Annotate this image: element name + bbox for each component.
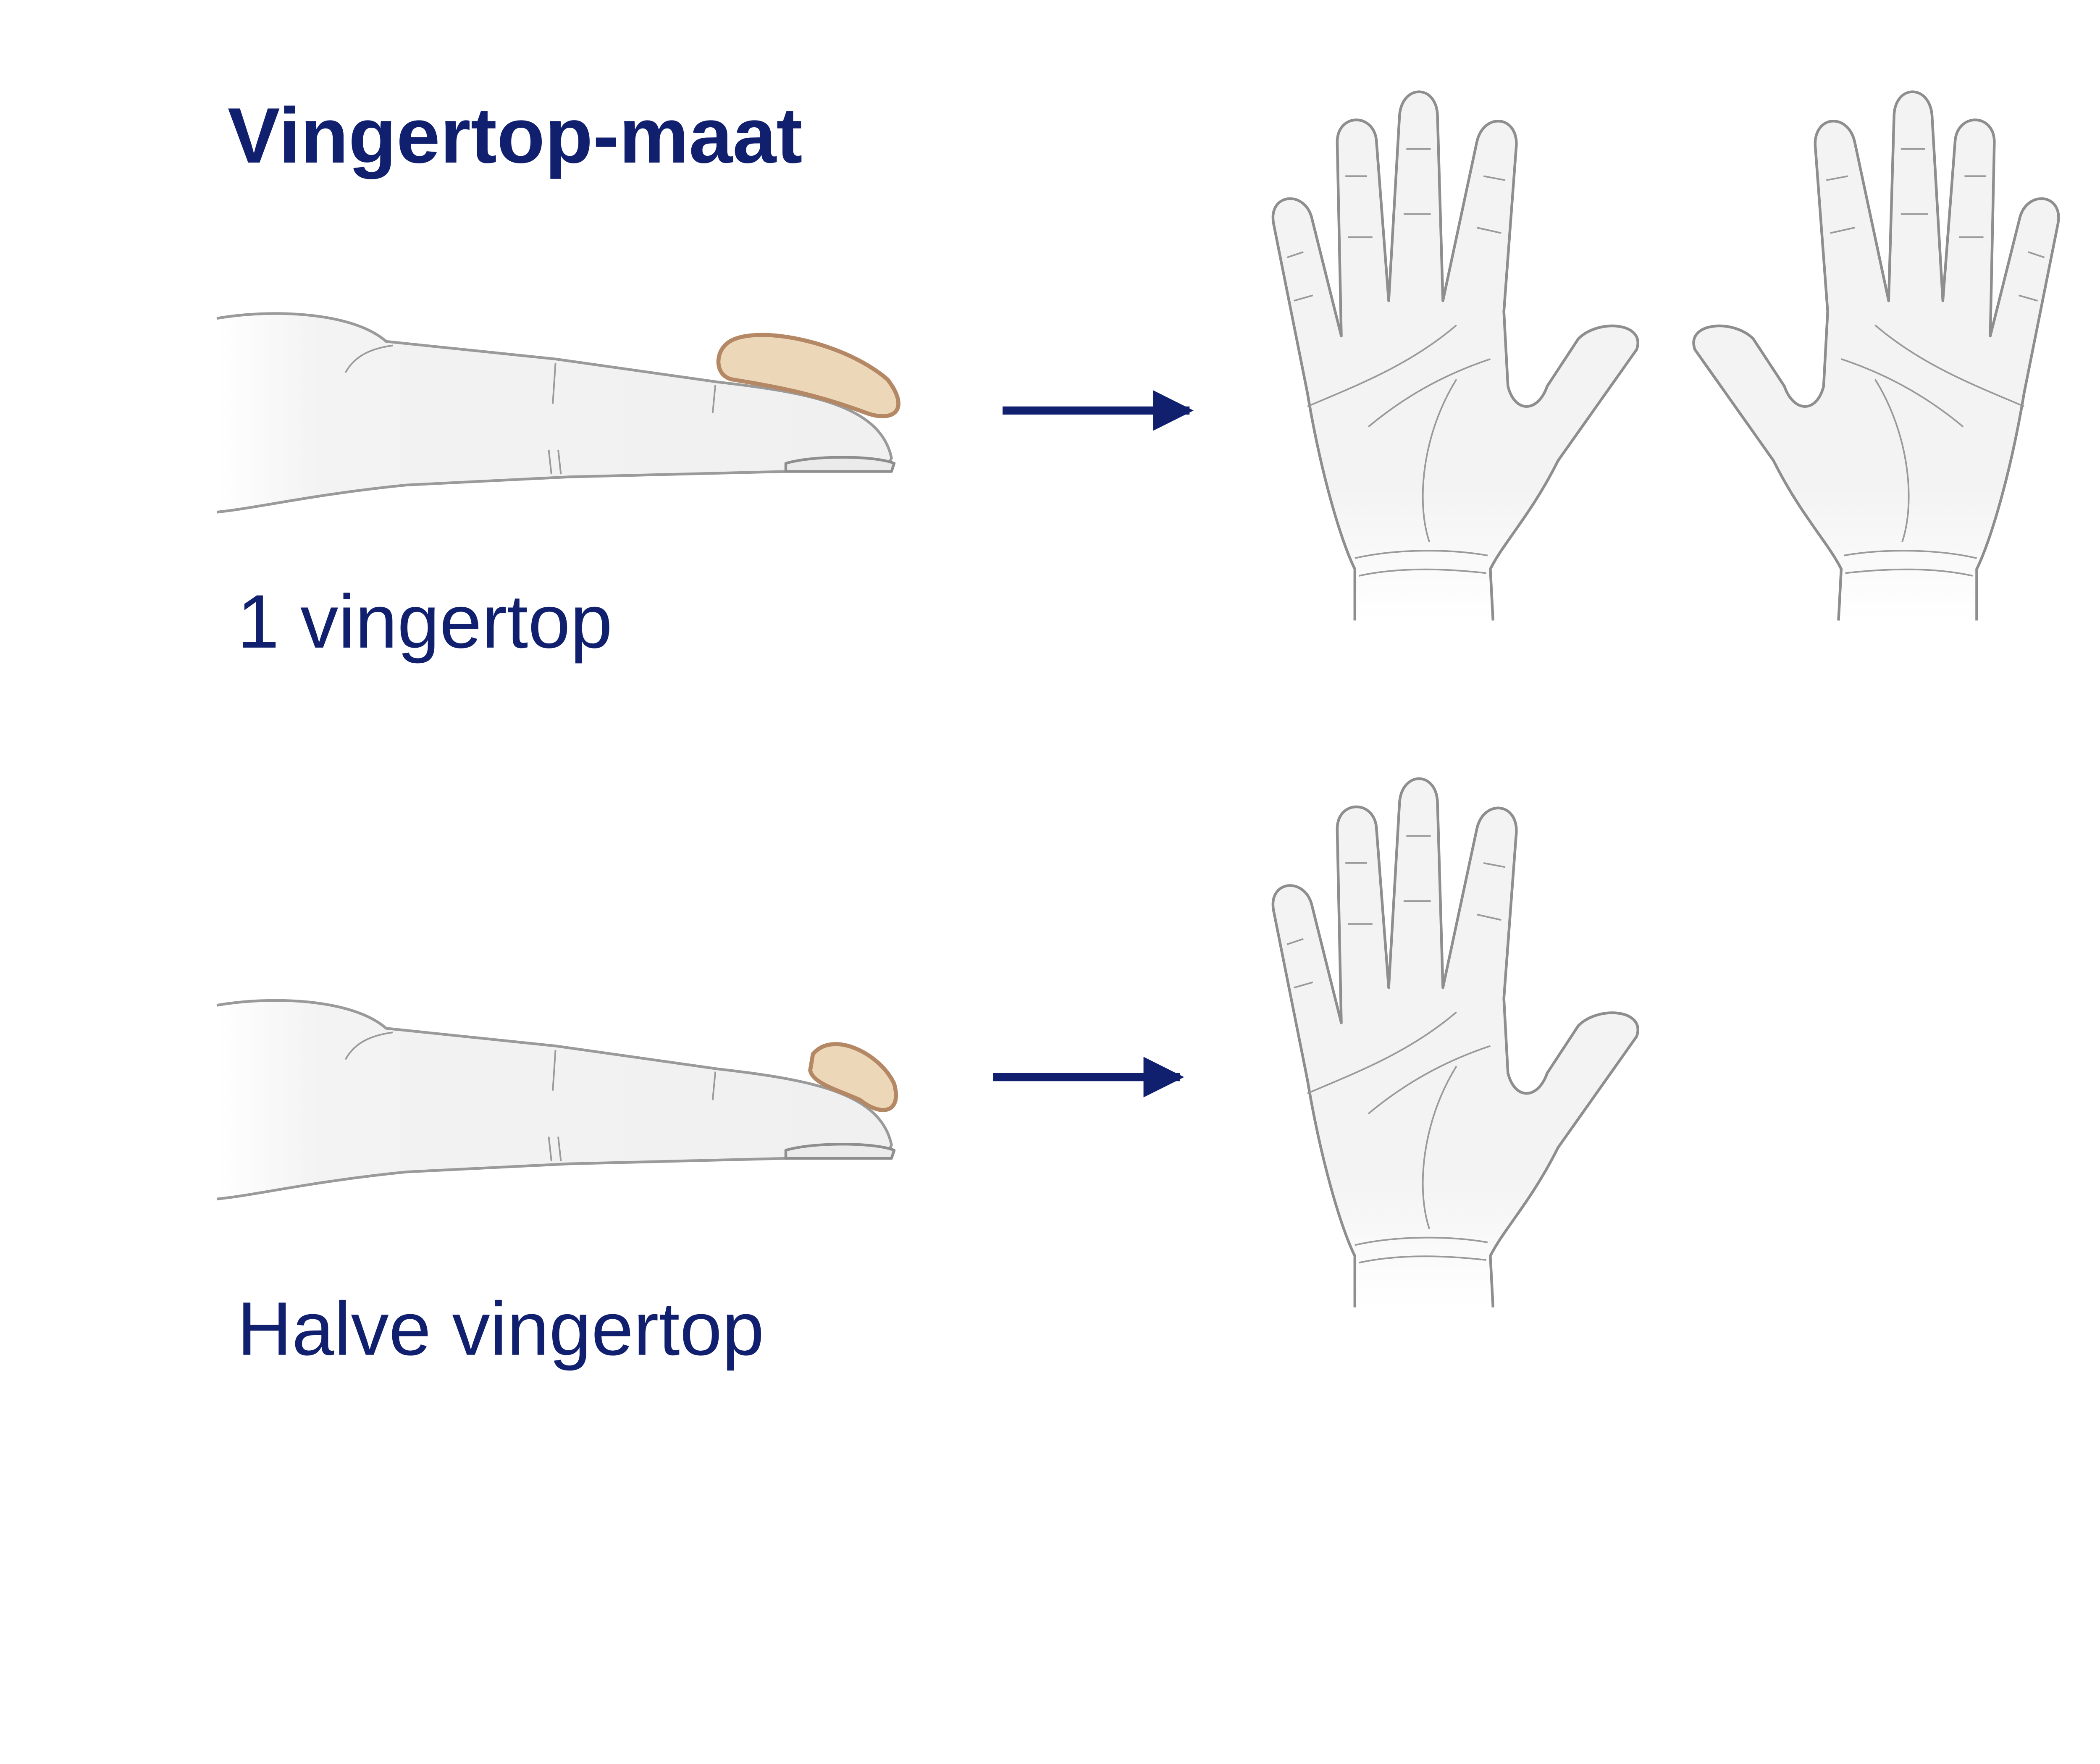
hand-icon <box>1273 779 1638 1307</box>
finger-icon <box>217 1000 894 1199</box>
cream-full-fingertip <box>716 333 900 418</box>
hand-icon <box>1694 92 2059 621</box>
row-label: Halve vingertop <box>237 1286 764 1371</box>
hand-icon <box>1273 92 1638 621</box>
row-full-fingertip: 1 vingertop <box>217 92 2058 664</box>
fingertip-unit-diagram: Vingertop-maat 1 vingertop Halve vingert… <box>0 0 2100 1371</box>
cream-half-fingertip <box>808 1042 898 1112</box>
row-half-fingertip: Halve vingertop <box>217 779 1638 1371</box>
row-label: 1 vingertop <box>237 579 613 664</box>
diagram-title: Vingertop-maat <box>228 92 803 179</box>
